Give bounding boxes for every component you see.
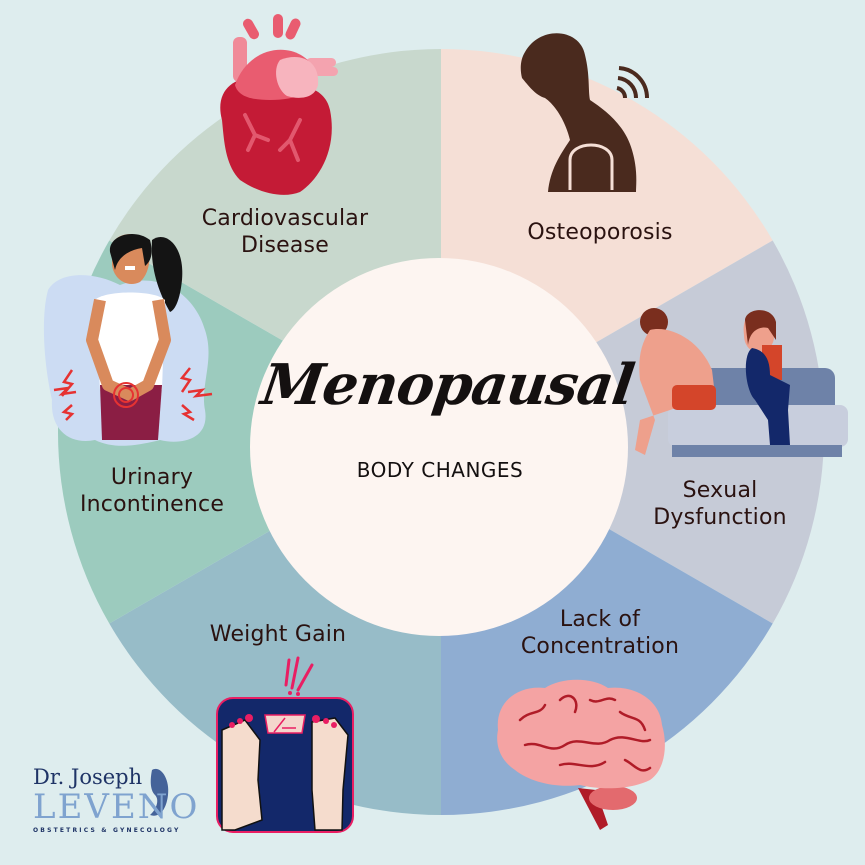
logo-line3: OBSTETRICS & GYNECOLOGY	[33, 827, 181, 834]
label-line: Concentration	[520, 634, 680, 659]
couple-on-bed-icon	[635, 308, 848, 457]
logo-face-icon	[150, 768, 169, 816]
heart-icon	[220, 14, 338, 195]
label-line: Urinary	[110, 465, 194, 490]
label-line: Weight Gain	[209, 622, 347, 647]
label-weight-gain: Weight Gain	[168, 621, 388, 648]
title-script: Menopausal	[257, 352, 638, 418]
hunched-person-icon	[520, 33, 650, 193]
scale-icon	[216, 656, 354, 833]
logo-line1: Dr. Joseph	[33, 765, 143, 789]
label-urinary-incontinence: Urinary Incontinence	[42, 464, 262, 518]
label-line: Lack of	[559, 607, 641, 632]
label-lack-of-concentration: Lack of Concentration	[490, 606, 710, 660]
label-line: Disease	[241, 233, 329, 258]
logo: Dr. Joseph LEVENO OBSTETRICS & GYNECOLOG…	[33, 765, 200, 834]
label-line: Cardiovascular	[201, 206, 369, 231]
brain-icon	[497, 679, 665, 830]
label-line: Incontinence	[79, 492, 225, 517]
title-subtitle: BODY CHANGES	[356, 458, 524, 482]
label-line: Dysfunction	[653, 505, 787, 530]
logo-line2: LEVENO	[33, 787, 200, 827]
label-cardiovascular: Cardiovascular Disease	[175, 205, 395, 259]
label-line: Osteoporosis	[527, 220, 673, 245]
segment-sexual-dysfunction	[441, 240, 825, 624]
label-line: Sexual	[682, 478, 758, 503]
label-osteoporosis: Osteoporosis	[490, 219, 710, 246]
woman-pain-icon	[43, 233, 213, 446]
label-sexual-dysfunction: Sexual Dysfunction	[610, 477, 830, 531]
center-circle	[250, 258, 628, 636]
